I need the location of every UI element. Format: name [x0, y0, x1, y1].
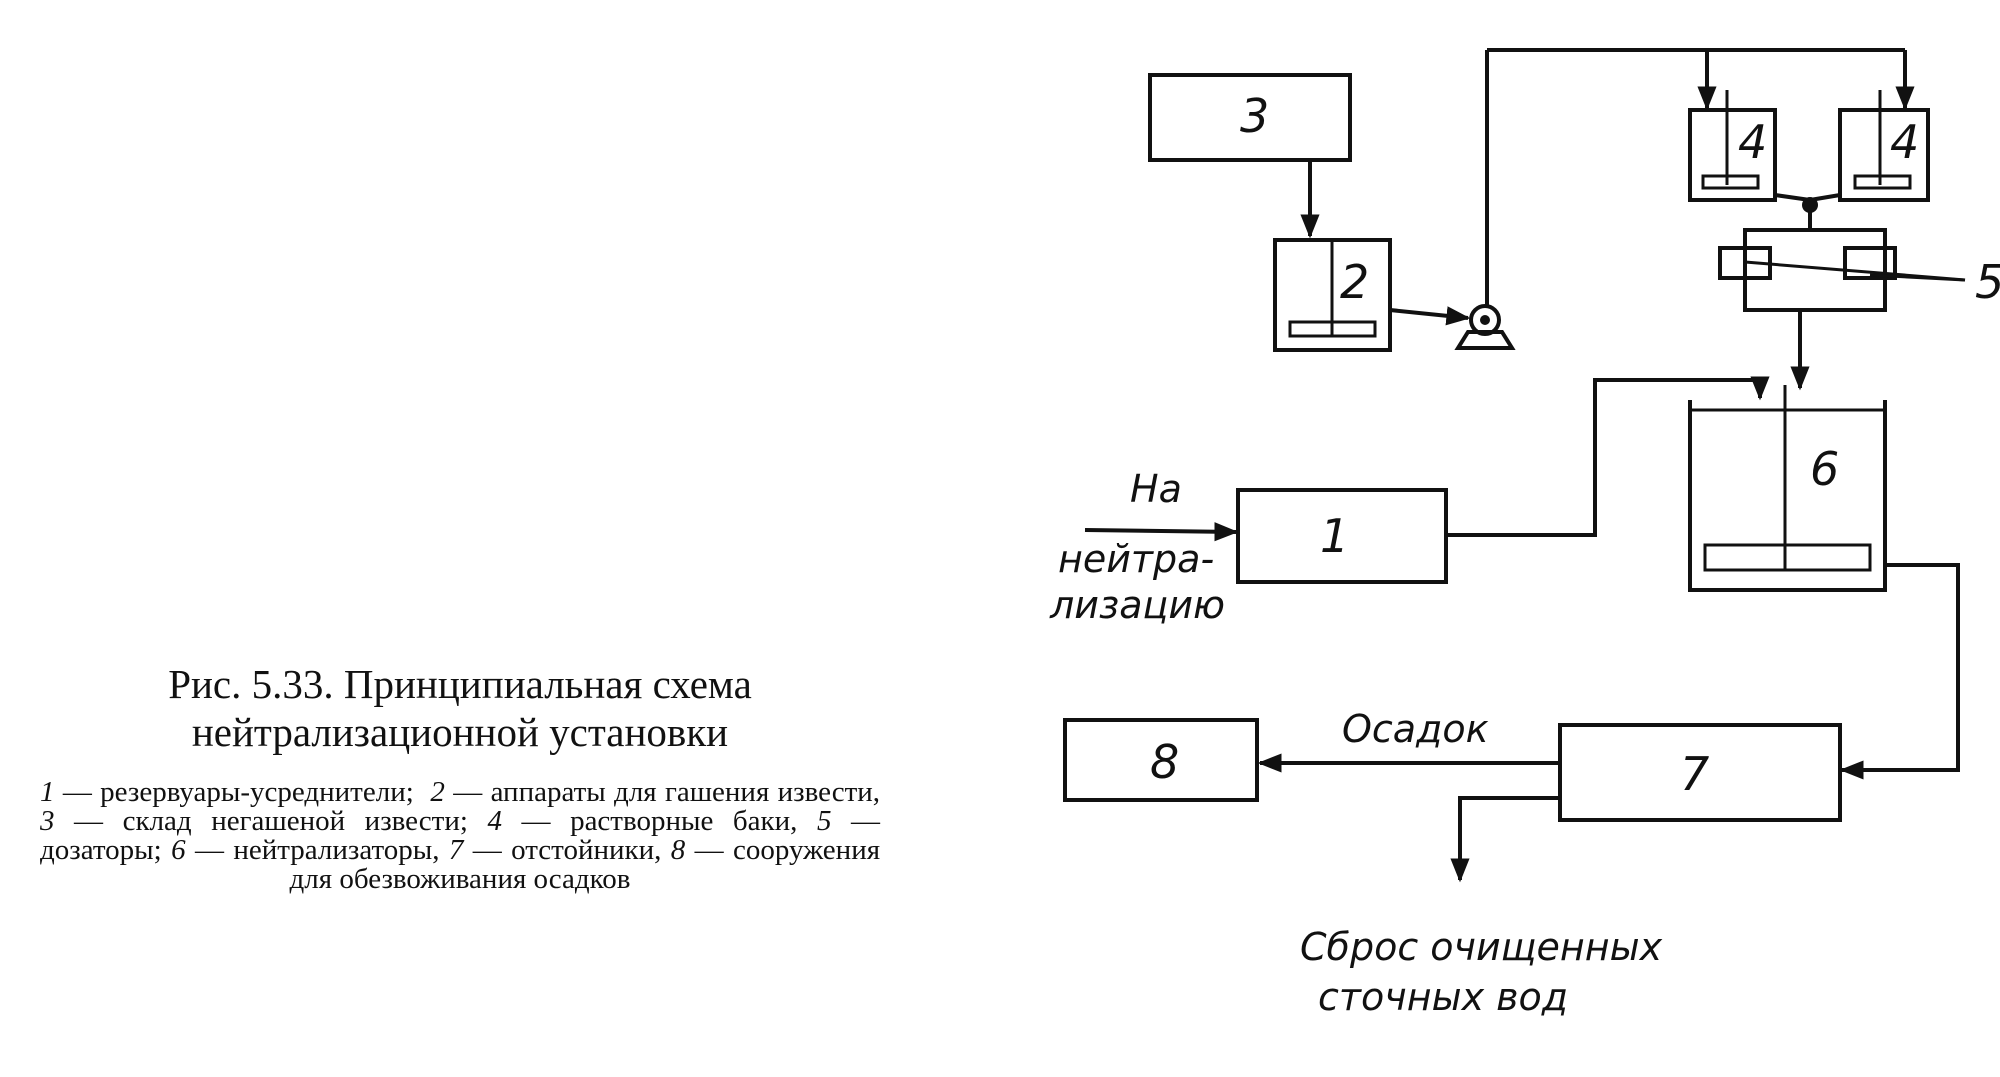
label-1: 1 — [1320, 509, 1349, 563]
legend-text-1: резервуары-усреднители; — [100, 776, 414, 808]
svg-text:На: На — [1130, 467, 1182, 511]
arrow-6-to-7 — [1839, 563, 1960, 780]
arrow-2-to-pump — [1389, 306, 1471, 326]
label-3: 3 — [1240, 89, 1269, 143]
svg-text:нейтра-: нейтра- — [1058, 537, 1214, 581]
label-5: 5 — [1975, 255, 2000, 309]
box-2-slaker: 2 — [1273, 238, 1392, 352]
legend-num-1: 1 — [40, 776, 55, 808]
box-4-solution-tank-a: 4 — [1688, 90, 1777, 202]
legend-text-3: склад негашеной извести; — [122, 805, 468, 837]
legend-text-6: нейтрализаторы, — [233, 834, 440, 866]
legend-num-6: 6 — [171, 834, 186, 866]
box-7-settler: 7 — [1558, 723, 1842, 822]
legend-text-8: сооружения для обезвоживания осадков — [289, 834, 881, 895]
caption-legend: 1 — резервуары-усреднители; 2 — аппараты… — [40, 776, 881, 895]
label-2: 2 — [1340, 255, 1369, 309]
caption-title: Рис. 5.33. Принципиальная схема нейтрали… — [168, 661, 752, 755]
inflow-arrow — [1084, 522, 1239, 542]
svg-text:сточных вод: сточных вод — [1318, 975, 1568, 1019]
box-1-equalizer: 1 — [1236, 488, 1448, 584]
valve-icon — [1802, 197, 1818, 213]
box-5-dosers: 5 — [1718, 228, 2000, 312]
legend-text-2: аппараты для гашения извести, — [490, 776, 881, 808]
legend-num-8: 8 — [670, 834, 686, 866]
label-7: 7 — [1680, 747, 1709, 801]
label-6: 6 — [1810, 442, 1839, 496]
legend-num-7: 7 — [448, 834, 464, 866]
box-4-solution-tank-b: 4 — [1838, 90, 1930, 202]
box-8-dewatering: 8 — [1063, 718, 1259, 802]
legend-text-7: отстойники, — [511, 834, 662, 866]
arrow-1-to-6 — [1446, 376, 1770, 537]
box-6-neutralizer: 6 — [1688, 385, 1887, 592]
pump-icon — [1454, 304, 1516, 350]
arrow-7-to-discharge — [1450, 796, 1560, 883]
label-4a: 4 — [1738, 115, 1767, 169]
legend-text-4: растворные баки, — [570, 805, 798, 837]
svg-text:лизацию: лизацию — [1049, 583, 1225, 627]
sludge-label: Осадок — [1342, 707, 1489, 751]
inflow-label: На нейтра- лизацию — [1049, 467, 1225, 627]
legend-text-5: дозаторы; — [40, 834, 162, 866]
svg-text:Сброс очищенных: Сброс очищенных — [1300, 925, 1663, 969]
legend-num-2: 2 — [430, 776, 445, 808]
label-4b: 4 — [1890, 115, 1919, 169]
legend-num-4: 4 — [487, 805, 502, 837]
legend-num-3: 3 — [40, 805, 55, 837]
legend-num-5: 5 — [816, 805, 832, 837]
label-8: 8 — [1150, 735, 1179, 789]
discharge-label: Сброс очищенных сточных вод — [1300, 925, 1663, 1019]
figure-caption: Рис. 5.33. Принципиальная схема нейтрали… — [40, 660, 880, 894]
box-3-lime-storage: 3 — [1148, 73, 1352, 162]
